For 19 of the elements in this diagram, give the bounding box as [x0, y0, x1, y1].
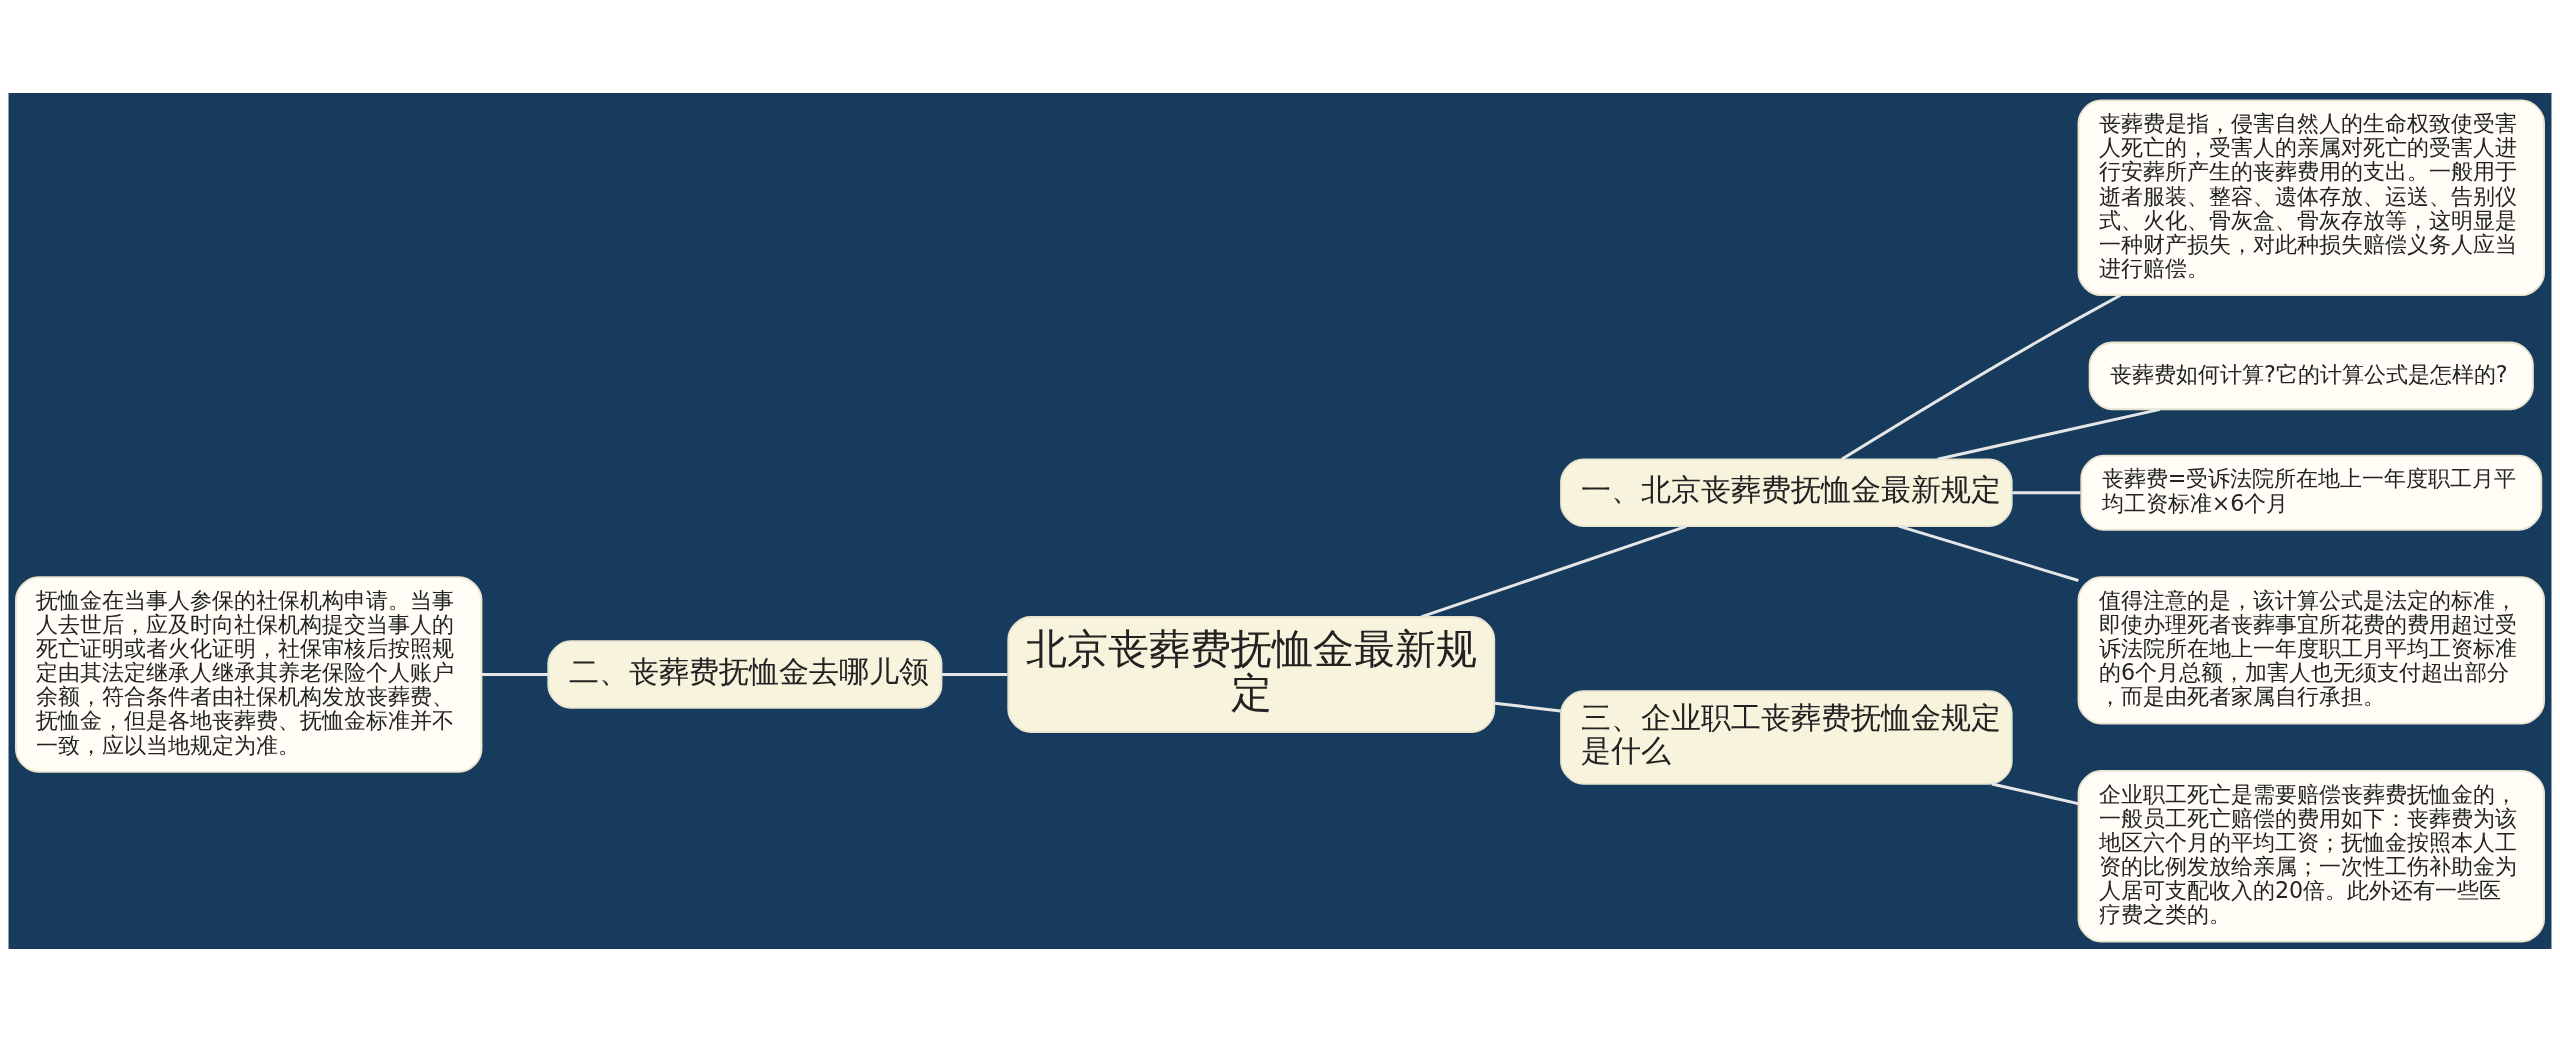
node-box: 北京丧葬费抚恤金最新规定 [1007, 615, 1496, 733]
node-box: 企业职工死亡是需要赔偿丧葬费抚恤金的，一般员工死亡赔偿的费用如下：丧葬费为该地区六个月的平均工资；抚恤金按照本人工资的比例发放给亲属；一次性工伤补助金为人居可支配收入的20倍。此外还有一些医疗费之类的。 [2077, 769, 2545, 942]
connector [481, 672, 549, 676]
node-box: 抚恤金在当事人参保的社保机构申请。当事人去世后，应及时向社保机构提交当事人的死亡证明或者火化证明，社保审核后按照规定由其法定继承人继承其养老保险个人账户余额，符合条件者由社保机构发放丧葬费、抚恤金，但是各地丧葬费、抚恤金标准并不一致，应以当地规定为准。 [15, 575, 483, 773]
connector [1494, 701, 1561, 712]
node-box: 二、丧葬费抚恤金去哪儿领 [547, 639, 943, 709]
connector [1991, 782, 2079, 805]
node-box: 一、北京丧葬费抚恤金最新规定 [1560, 457, 2013, 527]
connector [1840, 293, 2122, 461]
connector [2012, 490, 2081, 494]
node-box: 值得注意的是，该计算公式是法定的标准，即使办理死者丧葬事宜所花费的费用超过受诉法院所在地上一年度职工月平均工资标准的6个月总额，加害人也无须支付超出部分，而是由死者家属自行承担。 [2077, 575, 2545, 725]
node-box: 丧葬费如何计算?它的计算公式是怎样的? [2088, 341, 2534, 410]
connector [941, 672, 1008, 676]
node-box: 三、企业职工丧葬费抚恤金规定是什么 [1560, 689, 2013, 785]
connector [1420, 524, 1687, 618]
node-box: 丧葬费是指，侵害自然人的生命权致使受害人死亡的，受害人的亲属对死亡的受害人进行安葬所产生的丧葬费用的支出。一般用于逝者服装、整容、遗体存放、运送、告别仪式、火化、骨灰盒、骨灰存放等，这明显是一种财产损失，对此种损失赔偿义务人应当进行赔偿。 [2077, 99, 2545, 296]
node-box: 丧葬费=受诉法院所在地上一年度职工月平均工资标准×6个月 [2080, 454, 2543, 531]
connector [1898, 524, 2079, 582]
connector [1937, 407, 2161, 461]
